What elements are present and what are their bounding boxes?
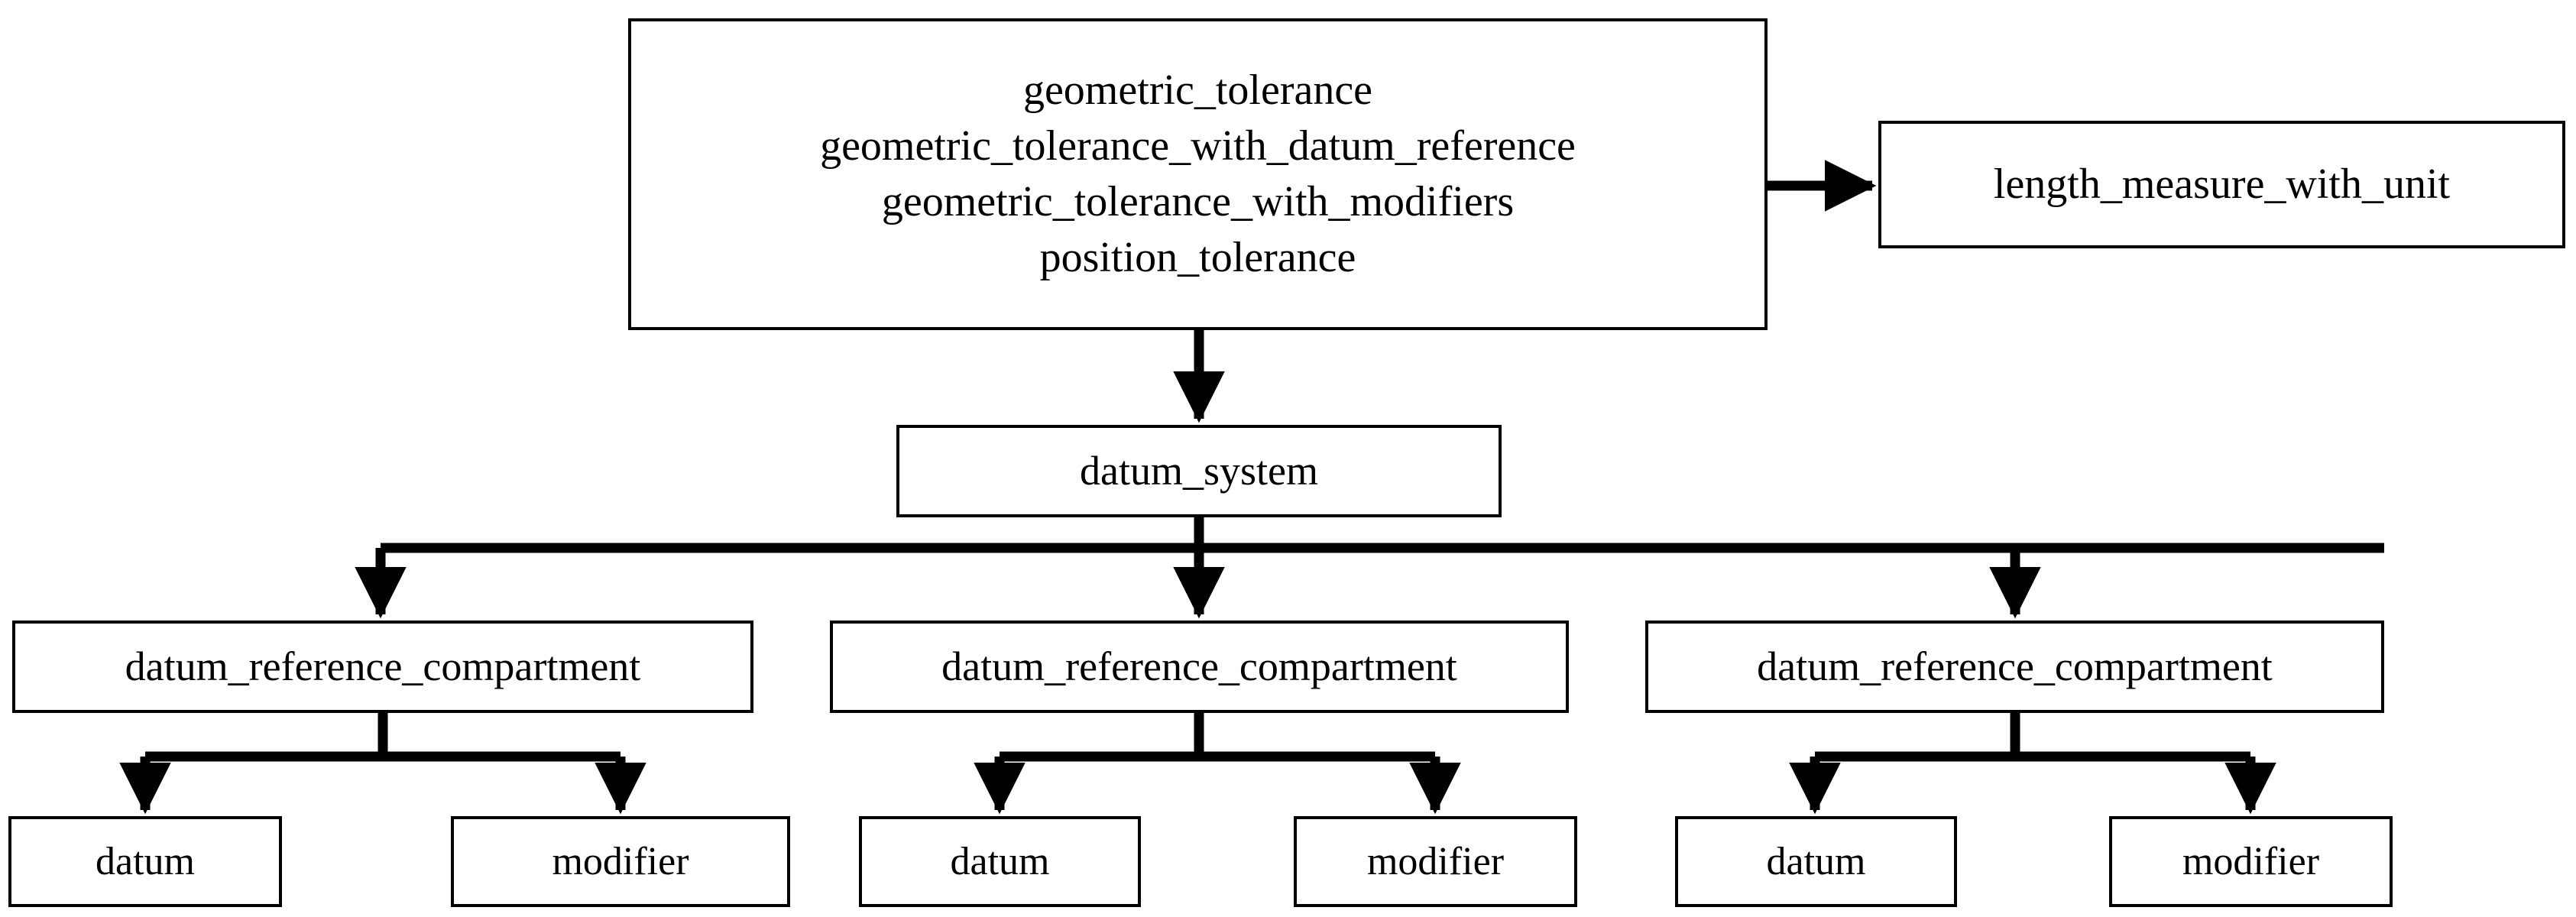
- edge-datum-system-to-compartments: [355, 517, 2384, 619]
- node-datum-1[interactable]: datum: [8, 816, 282, 907]
- node-tolerance-group[interactable]: geometric_tolerance geometric_tolerance_…: [628, 18, 1768, 330]
- edge-compartment-1-to-leaves: [119, 713, 646, 815]
- node-datum-reference-compartment-1[interactable]: datum_reference_compartment: [12, 621, 753, 713]
- datum-2-label: datum: [950, 839, 1050, 883]
- length-measure-label: length_measure_with_unit: [1993, 160, 2451, 209]
- modifier-3-label: modifier: [2182, 839, 2320, 883]
- tolerance-group-line-3: geometric_tolerance_with_modifiers: [881, 178, 1515, 225]
- modifier-1-label: modifier: [552, 839, 689, 883]
- modifier-2-label: modifier: [1366, 839, 1505, 883]
- tolerance-group-line-1: geometric_tolerance: [1022, 66, 1373, 115]
- node-modifier-1[interactable]: modifier: [451, 816, 790, 907]
- compartment-3-label: datum_reference_compartment: [1757, 643, 2273, 690]
- datum-system-label: datum_system: [1080, 448, 1318, 494]
- datum-1-label: datum: [96, 839, 195, 883]
- node-modifier-3[interactable]: modifier: [2109, 816, 2393, 907]
- node-datum-2[interactable]: datum: [859, 816, 1141, 907]
- tolerance-group-line-2: geometric_tolerance_with_datum_reference: [820, 122, 1576, 170]
- tolerance-group-line-4: position_tolerance: [1039, 233, 1356, 281]
- node-modifier-2[interactable]: modifier: [1294, 816, 1577, 907]
- node-datum-reference-compartment-2[interactable]: datum_reference_compartment: [830, 621, 1569, 713]
- node-datum-3[interactable]: datum: [1675, 816, 1957, 907]
- edge-compartment-2-to-leaves: [974, 713, 1461, 815]
- datum-3-label: datum: [1766, 839, 1866, 883]
- node-datum-system[interactable]: datum_system: [896, 425, 1502, 517]
- compartment-2-label: datum_reference_compartment: [941, 643, 1457, 690]
- node-datum-reference-compartment-3[interactable]: datum_reference_compartment: [1645, 621, 2384, 713]
- node-length-measure-with-unit[interactable]: length_measure_with_unit: [1878, 121, 2565, 248]
- edge-compartment-3-to-leaves: [1789, 713, 2276, 815]
- compartment-1-label: datum_reference_compartment: [125, 643, 641, 690]
